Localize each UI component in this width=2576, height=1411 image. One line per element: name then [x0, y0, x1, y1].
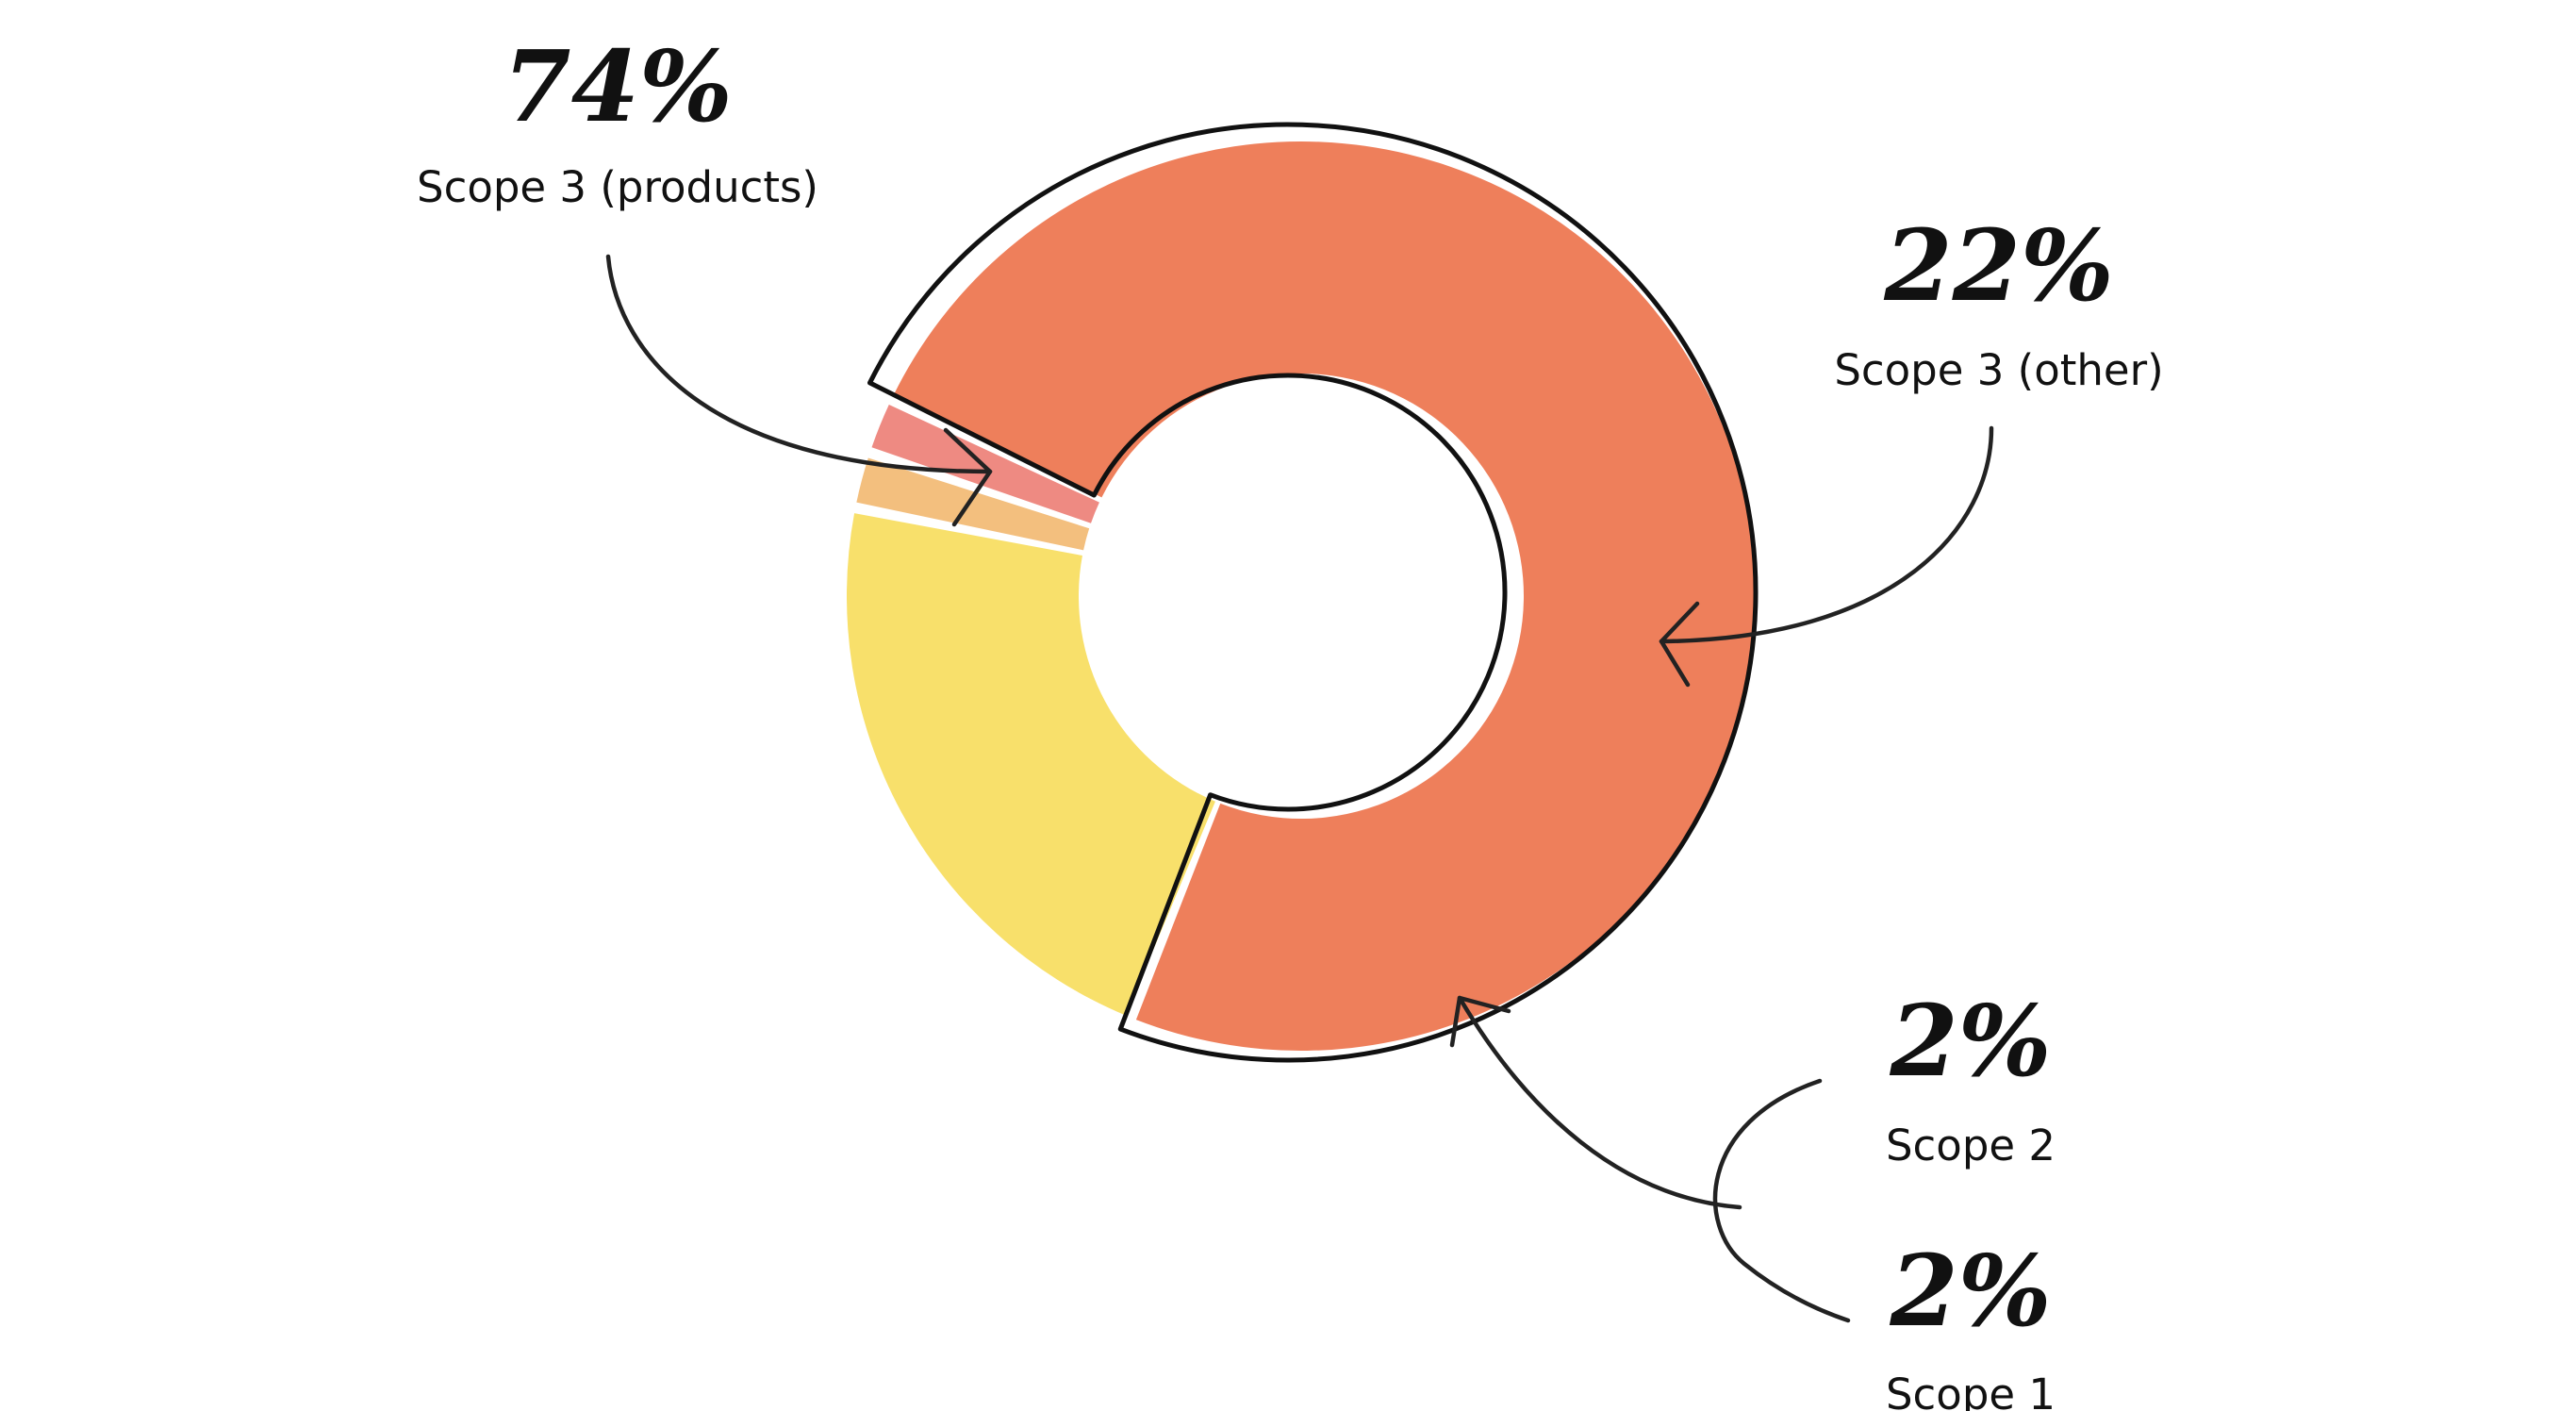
arrow-scope-1-2-head [1449, 995, 1511, 1048]
slice-value-scope1: 2% [1889, 1233, 2051, 1349]
arrow-scope3-products-head [943, 427, 993, 527]
slice-label-scope2: Scope 2 [1886, 1120, 2056, 1170]
donut-slice-scope-1 [871, 405, 1099, 523]
slice-outline-sketch [867, 122, 1759, 1063]
arrow-scope3-other-head [1659, 601, 1700, 688]
donut-slice-scope-2 [856, 457, 1090, 551]
slice-value-scope3-products: 74% [503, 28, 733, 144]
slice-value-scope3-other: 22% [1883, 208, 2114, 324]
slice-label-scope3-other: Scope 3 (other) [1834, 345, 2163, 395]
slice-label-scope3-products: Scope 3 (products) [417, 162, 818, 212]
slice-value-scope2: 2% [1889, 983, 2051, 1099]
donut-slice-scope-3-other [847, 513, 1215, 1016]
arrow-scope3-products [605, 254, 993, 474]
donut-slice-scope-3-products [893, 141, 1757, 1051]
donut-slices [847, 141, 1757, 1051]
arrow-scope3-other [1659, 425, 1994, 644]
slice-label-scope1: Scope 1 [1886, 1370, 2056, 1411]
arrow-scope-1-2 [1457, 995, 1742, 1210]
scope-1-2-bracket [1712, 1078, 1851, 1323]
